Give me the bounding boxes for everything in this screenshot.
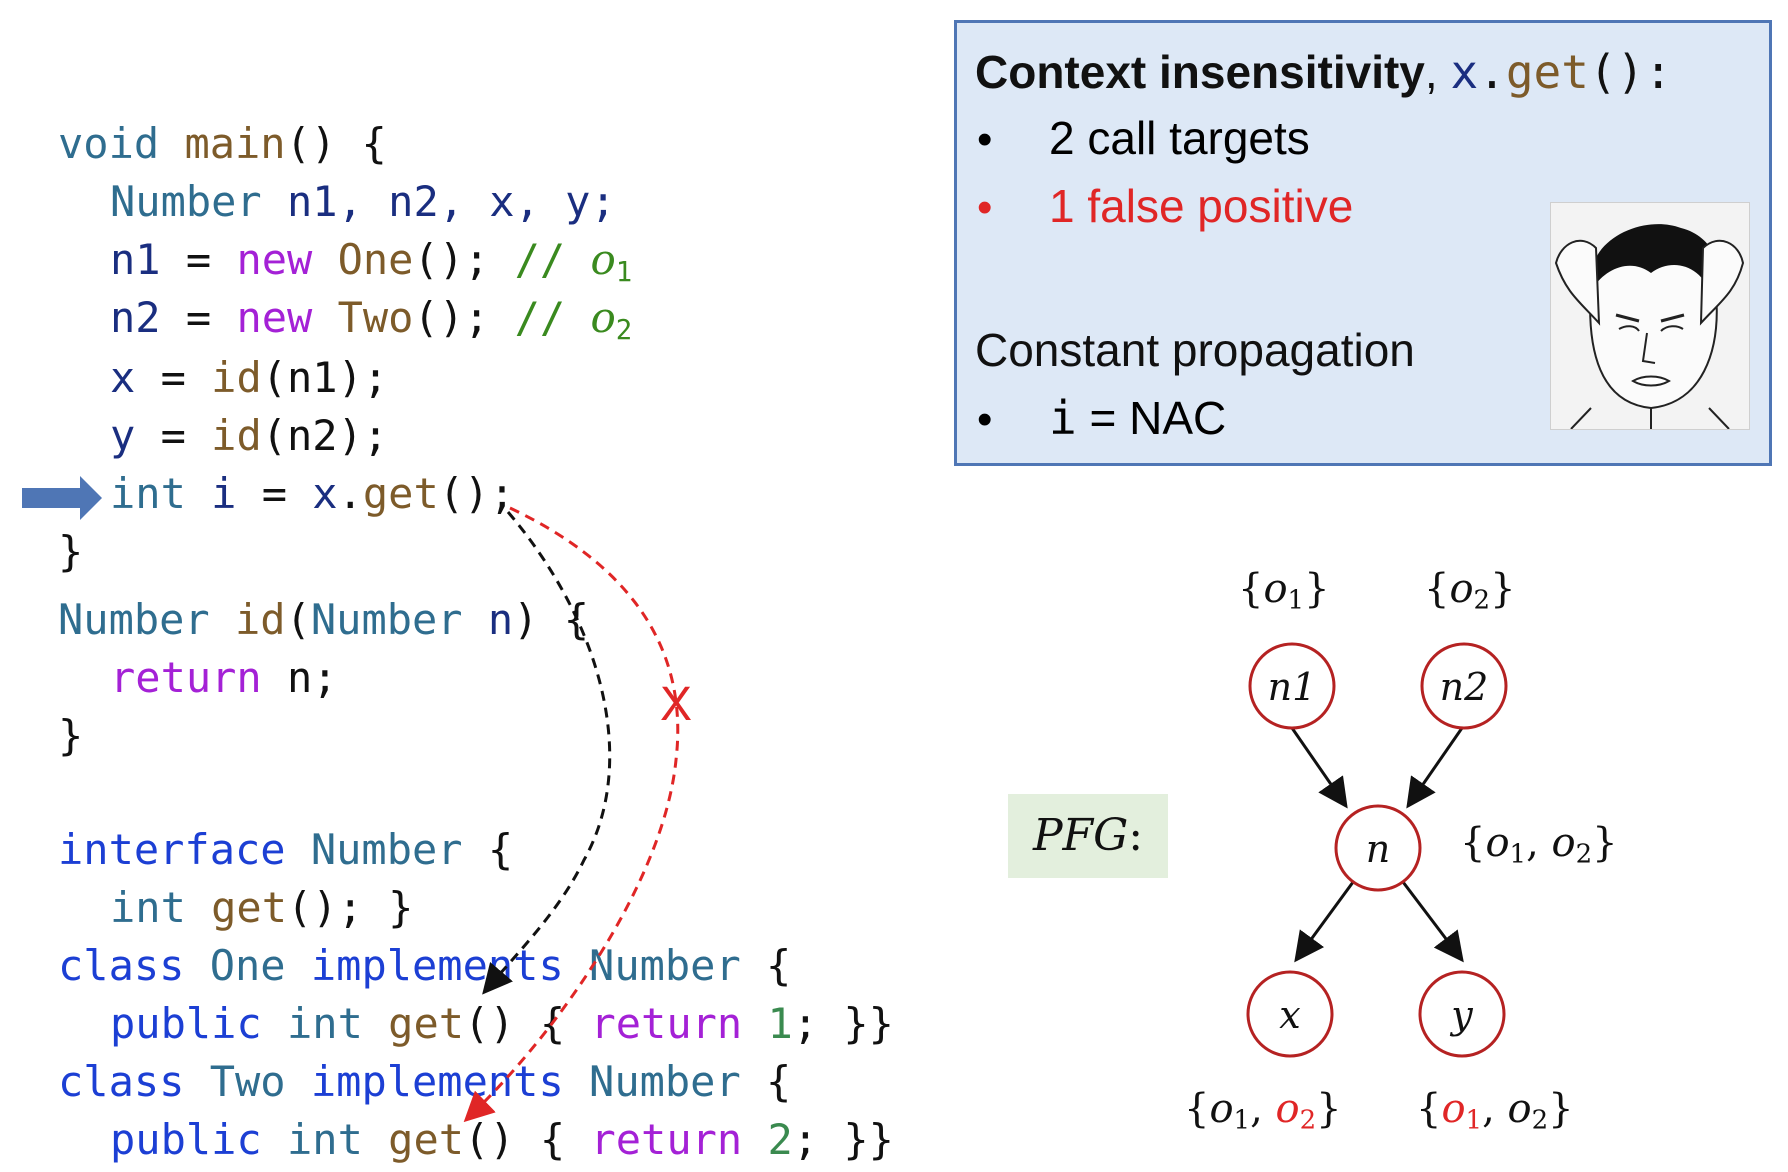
code-line-class-one: class One implements Number {: [58, 941, 792, 990]
code-line-decl: Number n1, n2, x, y;: [110, 177, 616, 226]
info-title: Context insensitivity, x.get():: [975, 45, 1673, 99]
pfg-label: PFG:: [1008, 794, 1168, 878]
code-line-one-method: public int get() { return 1; }}: [110, 999, 894, 1048]
code-line-close1: }: [58, 527, 84, 576]
points-to-set-n2: {o2}: [1424, 566, 1516, 616]
code-line-y: y = id(n2);: [110, 411, 389, 460]
code-line-return: return n;: [110, 653, 338, 702]
false-call-edge: [463, 506, 680, 1123]
bullet-dot: •: [977, 115, 993, 164]
true-call-edge: [482, 511, 612, 995]
code-line-iface-method: int get(); }: [110, 883, 414, 932]
points-to-set-n: {o1, o2}: [1460, 820, 1618, 870]
code-line-interface: interface Number {: [58, 825, 514, 874]
bullet-false-positive: 1 false positive: [1049, 180, 1354, 232]
code-line-main: void main() {: [58, 119, 387, 168]
code-line-close2: }: [58, 711, 84, 760]
code-line-n1: n1 = new One(); // o1: [110, 235, 633, 288]
confused-face-image: [1550, 202, 1750, 430]
false-call-mark: X: [660, 678, 692, 731]
bullet-dot: •: [977, 183, 993, 232]
code-line-i: int i = x.get();: [110, 469, 515, 518]
code-line-two-method: public int get() { return 2; }}: [110, 1115, 894, 1164]
constant-propagation-heading: Constant propagation: [975, 324, 1415, 376]
points-to-set-y: {o1, o2}: [1416, 1086, 1574, 1136]
code-listing: void main() { Number n1, n2, x, y; n1 = …: [0, 0, 894, 1164]
bullet-dot: •: [977, 395, 993, 444]
bullet-call-targets: 2 call targets: [1049, 112, 1310, 164]
code-line-x: x = id(n1);: [110, 353, 389, 402]
current-line-arrow-icon: [22, 476, 102, 520]
code-line-n2: n2 = new Two(); // o2: [110, 293, 633, 346]
points-to-set-n1: {o1}: [1238, 566, 1330, 616]
bullet-nac: i = NAC: [1049, 391, 1227, 445]
code-line-class-two: class Two implements Number {: [58, 1057, 792, 1106]
points-to-set-x: {o1, o2}: [1184, 1086, 1342, 1136]
